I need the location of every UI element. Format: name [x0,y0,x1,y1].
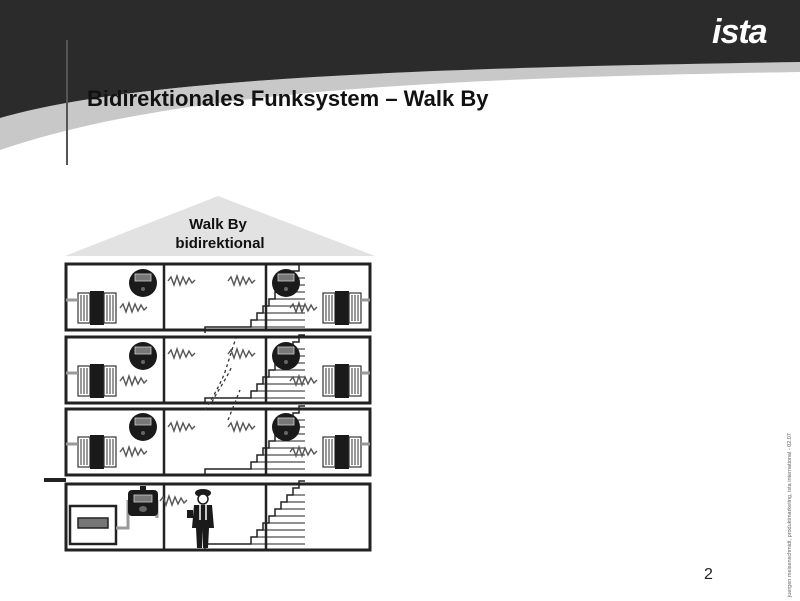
heat-cost-allocator-icon [271,341,301,371]
meter-technician-icon [187,489,214,548]
heat-cost-allocator-icon [271,412,301,442]
floor-1 [64,407,372,477]
radio-wave-icon [119,446,148,457]
radio-wave-icon [167,275,196,286]
radiator-icon [77,290,117,326]
heat-cost-allocator-icon [128,268,158,298]
radio-wave-icon [227,275,256,286]
roof [65,196,375,256]
radio-relay-path [204,337,241,421]
radiator-icon [322,290,362,326]
radio-wave-icon [167,348,196,359]
heat-meter-icon [128,486,158,516]
heat-cost-allocator-icon [128,341,158,371]
heat-cost-allocator-icon [271,268,301,298]
staircase-icon [204,480,306,551]
floor-3 [64,262,372,332]
radio-wave-icon [119,375,148,386]
radio-wave-icon [227,348,256,359]
radio-wave-icon [119,302,148,313]
floor-2 [64,335,372,405]
author-side-note: juergen meisenschmidt, produktmarketing,… [787,433,793,597]
heat-cost-allocator-icon [128,412,158,442]
roof-label-bidirektional: bidirektional [175,235,265,252]
page-number: 2 [704,566,713,583]
radiator-icon [77,434,117,470]
slide-title: Bidirektionales Funksystem – Walk By [87,86,489,111]
ista-logo: ista [712,13,768,51]
radiator-icon [77,363,117,399]
radio-wave-icon [167,421,196,432]
basement [64,482,372,552]
radiator-icon [322,363,362,399]
radio-wave-icon [227,421,256,432]
radio-wave-icon [289,302,318,313]
roof-label-walk-by: Walk By [189,216,247,233]
radiator-icon [322,434,362,470]
